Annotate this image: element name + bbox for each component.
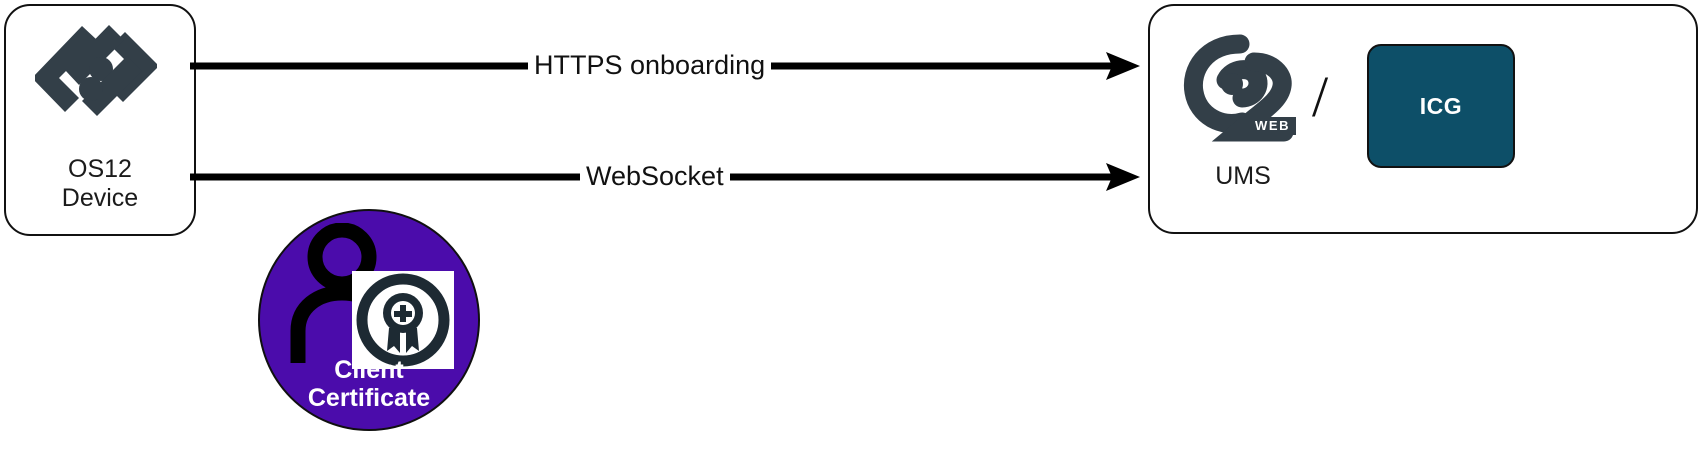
- ums-server-label: UMS: [1215, 162, 1271, 190]
- client-certificate-label: Client Certificate: [307, 356, 431, 412]
- icg-chip-label: ICG: [1419, 92, 1463, 119]
- ums-brand-logo-icon: [1178, 26, 1308, 148]
- os12-device-label: OS12 Device: [61, 155, 139, 212]
- slash-separator: /: [1312, 64, 1329, 129]
- os12-brand-logo-icon: [30, 20, 162, 138]
- web-badge: WEB: [1249, 117, 1297, 135]
- icg-chip[interactable]: ICG: [1367, 44, 1515, 168]
- edge-websocket-label: WebSocket: [580, 161, 730, 191]
- client-certificate-badge[interactable]: Client Certificate: [258, 209, 480, 431]
- user-certificate-icon: [290, 223, 454, 369]
- edge-https-onboarding-label: HTTPS onboarding: [528, 50, 772, 80]
